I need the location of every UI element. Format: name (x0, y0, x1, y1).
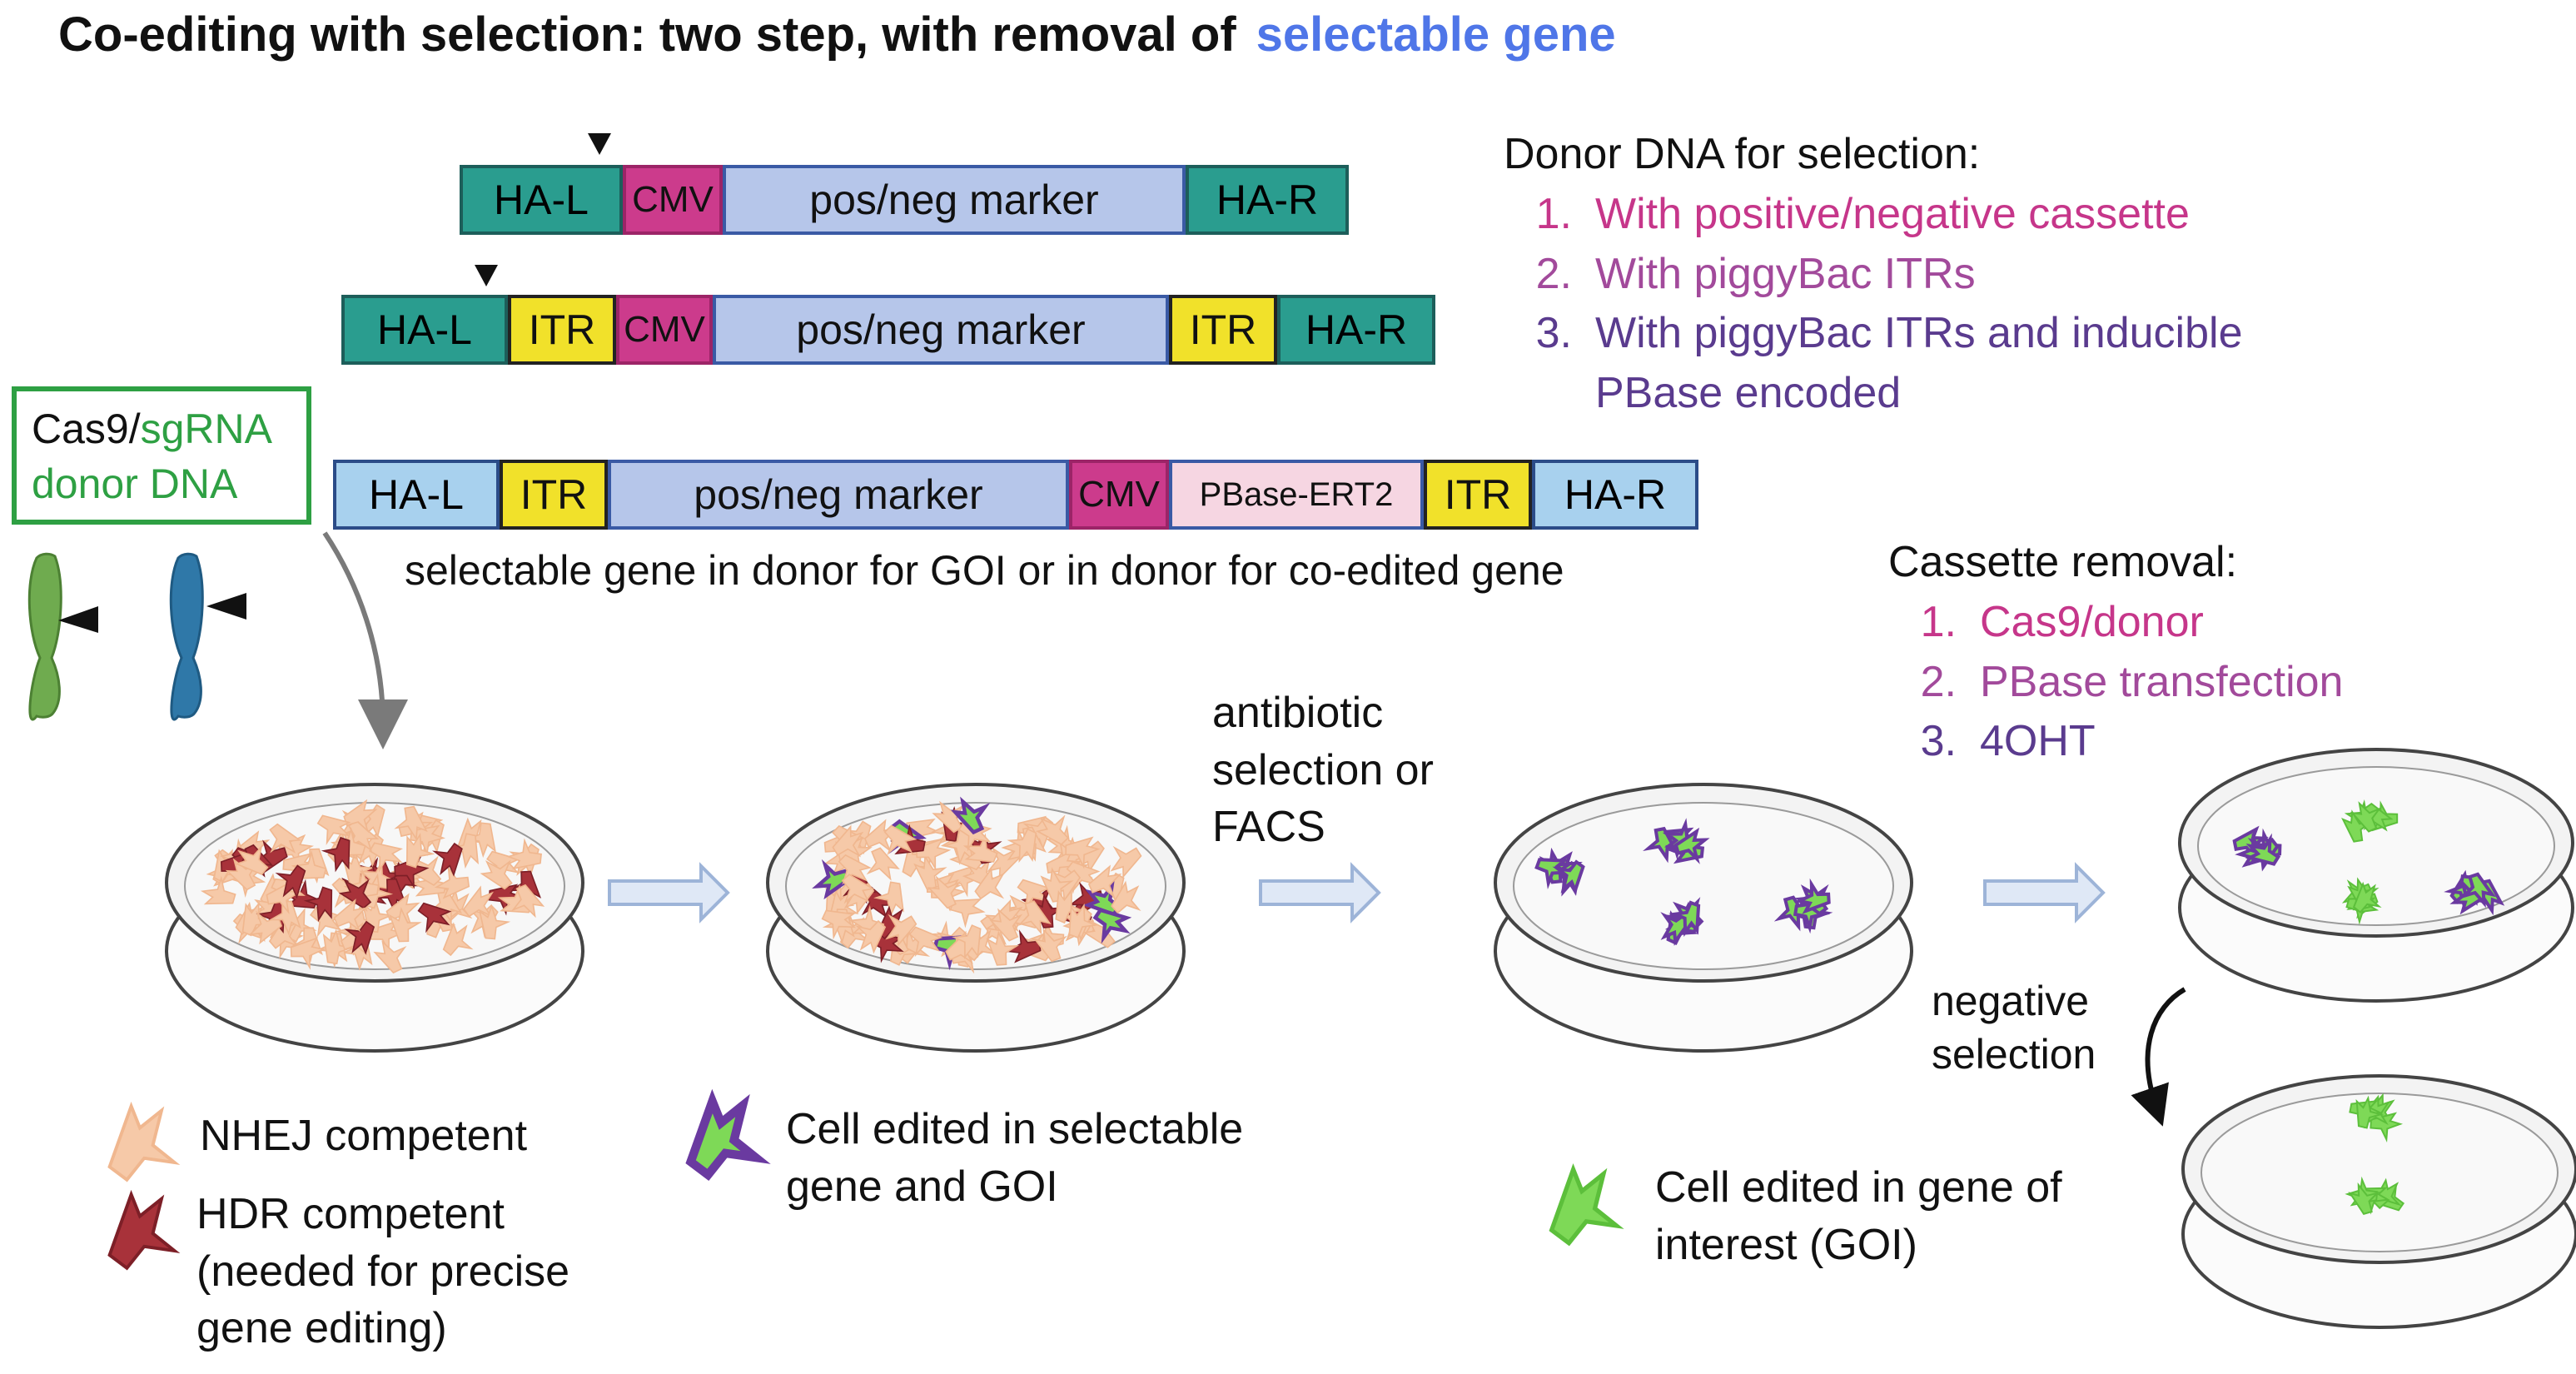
petri-dish-icon (2181, 1074, 2576, 1329)
page-title: Co-editing with selection: two step, wit… (58, 7, 1616, 62)
construct-3-itr-l: ITR (500, 460, 608, 530)
right-arrow-icon (1983, 862, 2106, 923)
cell-icon (107, 1192, 177, 1270)
sgrna-label: sgRNA (140, 406, 272, 452)
negative-selection-label: negative selection (1932, 978, 2096, 1078)
construct-3-ha-l: HA-L (333, 460, 500, 530)
cell-icon (691, 1101, 756, 1174)
construct-1-ha-l: HA-L (460, 165, 623, 235)
construct-3-ha-r: HA-R (1532, 460, 1698, 530)
cut-site-marker-icon (475, 265, 498, 286)
right-arrow-icon (608, 862, 730, 923)
cas9-label: Cas9/ (32, 406, 141, 452)
construct-2-cmv: CMV (616, 295, 713, 365)
construct-3-marker: pos/neg marker (608, 460, 1069, 530)
right-arrow-icon (1259, 862, 1381, 923)
donor-selection-heading: Donor DNA for selection: (1504, 130, 1981, 178)
construct-2-marker: pos/neg marker (713, 295, 1169, 365)
construct-2-itr-l: ITR (508, 295, 616, 365)
petri-dish-icon (1494, 783, 1913, 1053)
donor-selection-item-3-cont: PBase encoded (1595, 369, 1902, 417)
selection-step-label: antibiotic selection or FACS (1212, 689, 1434, 852)
cell-icon (1552, 1169, 1617, 1242)
construct-2-itr-r: ITR (1169, 295, 1277, 365)
legend-nhej-label: NHEJ competent (200, 1112, 528, 1160)
donor-selection-item-2: 2.With piggyBac ITRs (1535, 249, 1976, 298)
construct-caption: selectable gene in donor for GOI or in d… (405, 547, 1564, 594)
chromosome-icon (27, 552, 98, 721)
donor-selection-item-1: 1.With positive/negative cassette (1535, 189, 2190, 238)
title-main: Co-editing with selection: two step, wit… (58, 7, 1236, 62)
donor-dna-label: donor DNA (32, 460, 238, 507)
legend-edited-goi-label: Cell edited in gene of interest (GOI) (1655, 1163, 2062, 1269)
cut-site-marker-icon (588, 133, 611, 155)
title-highlight: selectable gene (1256, 7, 1616, 62)
cassette-removal-heading: Cassette removal: (1888, 538, 2238, 586)
curved-arrow-icon (2131, 987, 2186, 1127)
cas9-sgrna-donor-box: Cas9/sgRNA donor DNA (12, 386, 311, 525)
construct-3-itr-r: ITR (1424, 460, 1532, 530)
construct-1-cmv: CMV (623, 165, 723, 235)
cassette-removal-list: Cassette removal: 1.Cas9/donor 2.PBase t… (1888, 533, 2343, 772)
construct-3-cmv: CMV (1069, 460, 1169, 530)
donor-selection-list: Donor DNA for selection: 1.With positive… (1504, 125, 2243, 424)
legend-hdr-label: HDR competent (needed for precise gene e… (196, 1190, 570, 1353)
cassette-removal-item-1: 1.Cas9/donor (1920, 597, 2204, 646)
construct-2-ha-l: HA-L (341, 295, 508, 365)
cassette-removal-item-2: 2.PBase transfection (1920, 657, 2344, 706)
legend-edited-selectable-label: Cell edited in selectable gene and GOI (786, 1105, 1244, 1211)
construct-1-ha-r: HA-R (1186, 165, 1349, 235)
donor-selection-item-3: 3.With piggyBac ITRs and inducible (1535, 309, 2243, 358)
construct-1-marker: pos/neg marker (723, 165, 1186, 235)
curved-arrow-icon (322, 531, 408, 749)
petri-dish-icon (2178, 748, 2574, 1003)
chromosome-icon (169, 552, 246, 721)
construct-2-ha-r: HA-R (1277, 295, 1435, 365)
cell-icon (107, 1104, 177, 1182)
construct-3-pbase: PBase-ERT2 (1169, 460, 1424, 530)
cassette-removal-item-3: 3.4OHT (1920, 717, 2096, 766)
